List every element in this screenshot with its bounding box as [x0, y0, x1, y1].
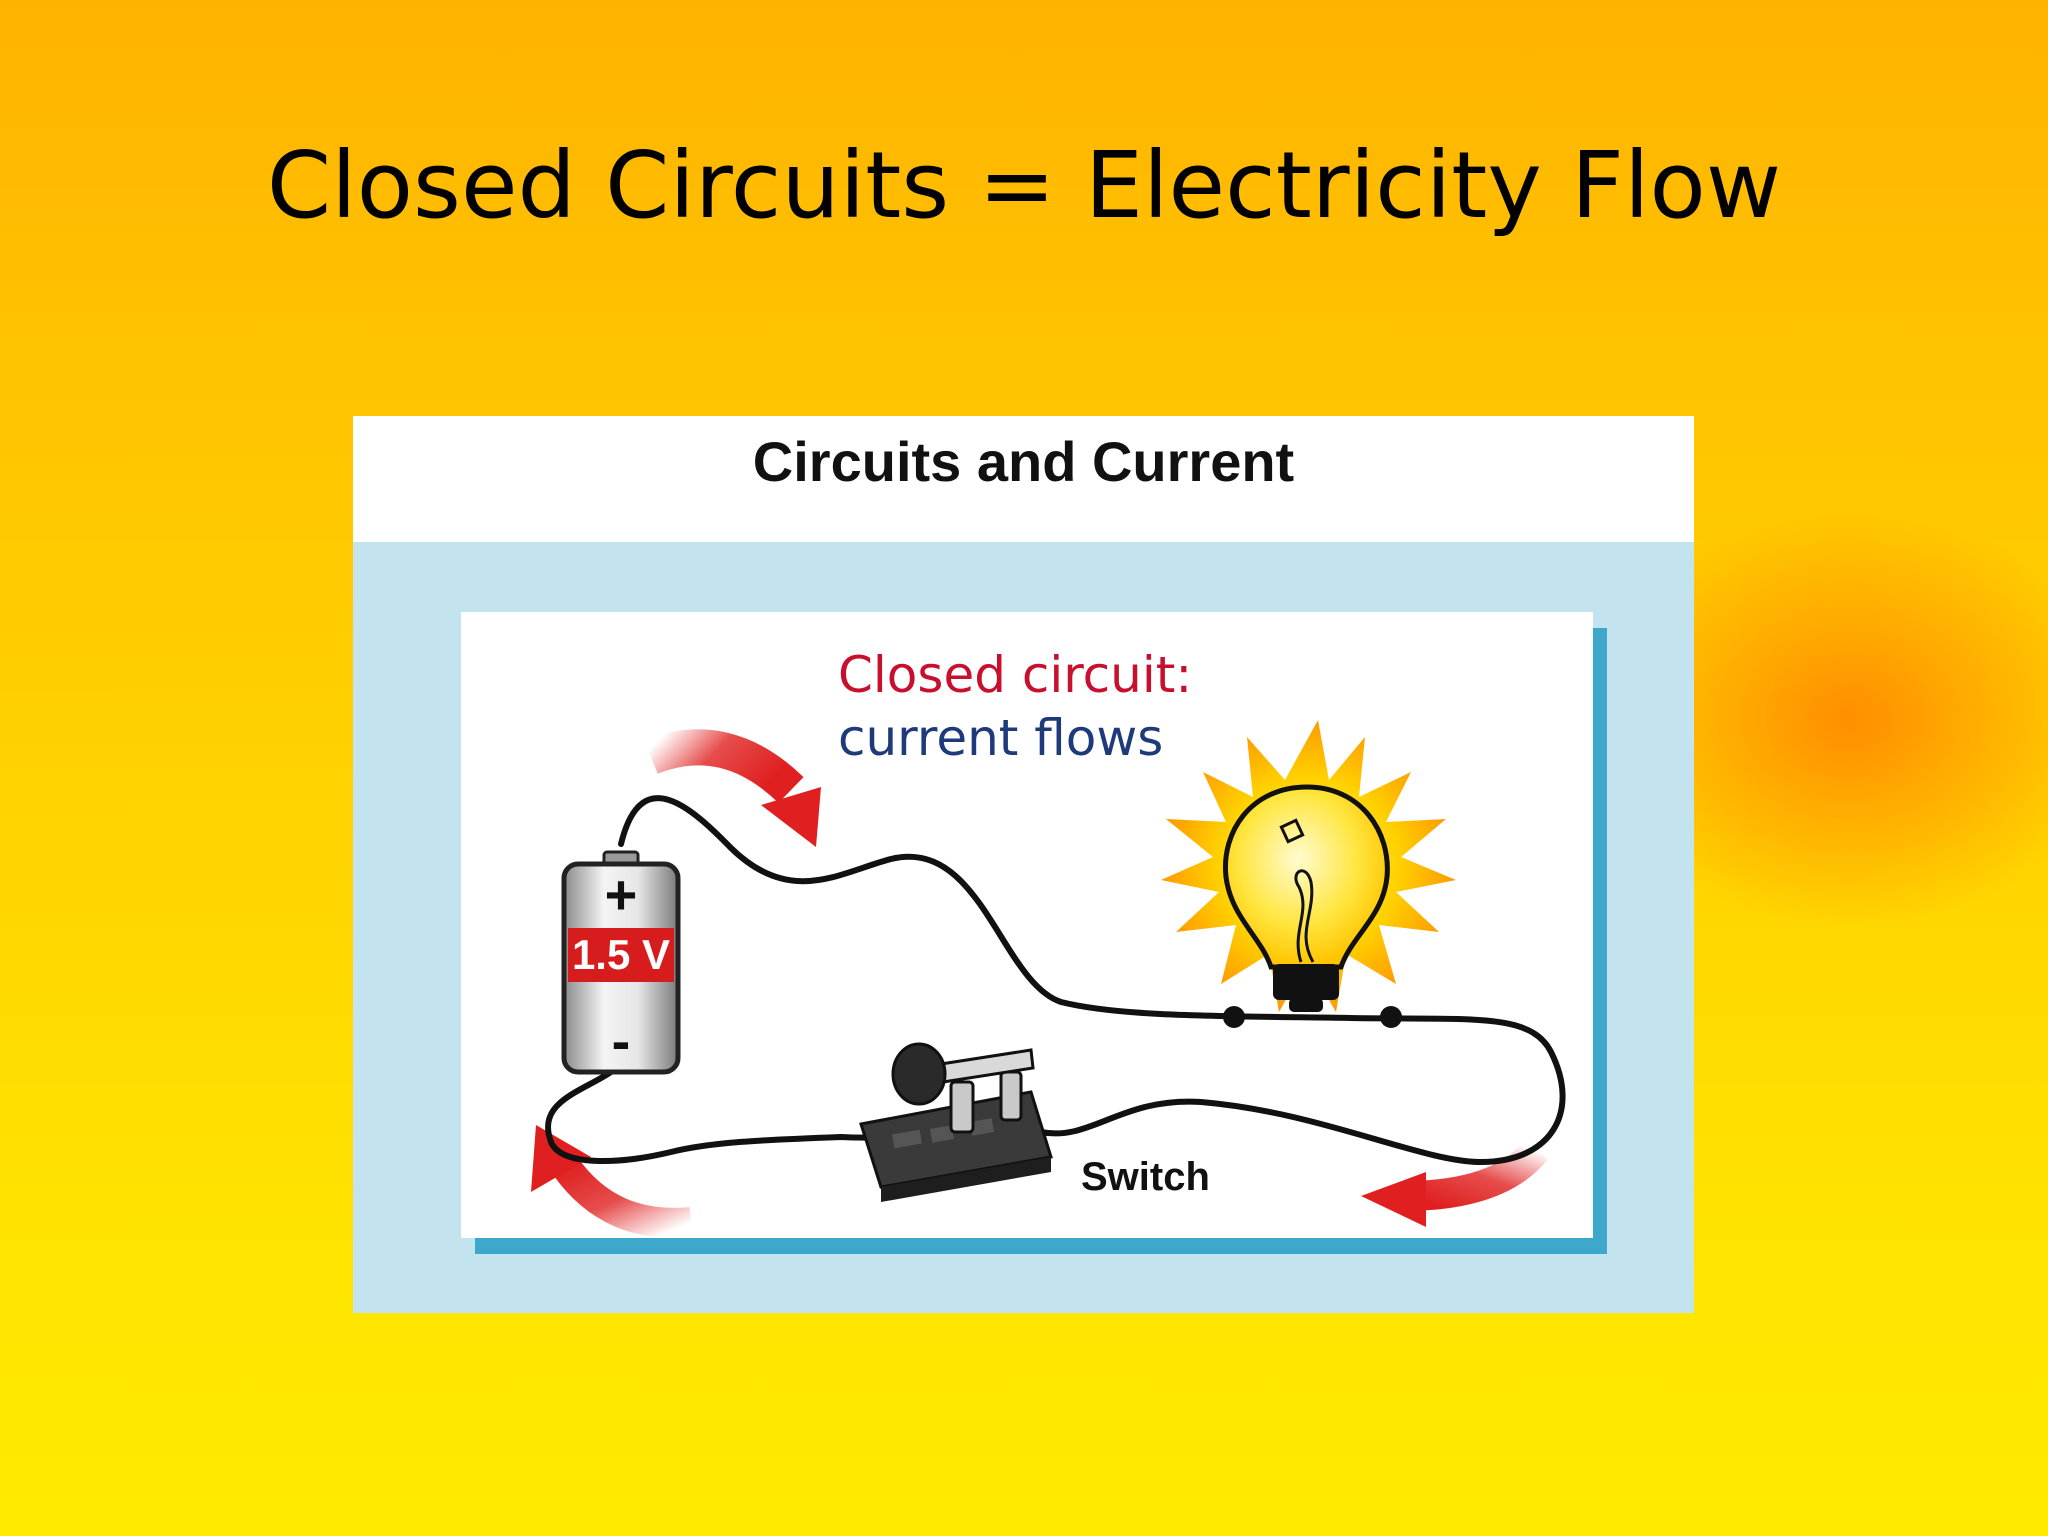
switch-label: Switch — [1081, 1155, 1210, 1199]
circuit-figure: Circuits and Current — [353, 416, 1694, 1313]
knife-switch-icon: Switch — [859, 1042, 1210, 1202]
caption-closed-circuit: Closed circuit: — [838, 646, 1192, 704]
figure-header: Circuits and Current — [353, 416, 1694, 542]
circuit-wire — [545, 795, 1566, 1166]
battery-voltage-label: 1.5 V — [572, 931, 670, 978]
light-bulb-icon — [1161, 720, 1456, 1028]
battery-minus-sign: - — [612, 1009, 631, 1072]
slide-title: Closed Circuits = Electricity Flow — [266, 132, 1782, 239]
circuit-card: Closed circuit: current flows — [461, 612, 1593, 1238]
caption-current-flows: current flows — [838, 709, 1163, 767]
battery-plus-sign: + — [605, 863, 638, 926]
battery-icon: + 1.5 V - — [561, 850, 681, 1075]
circuit-diagram: Closed circuit: current flows — [531, 646, 1566, 1238]
current-arrow-icon — [531, 1125, 693, 1238]
figure-title: Circuits and Current — [752, 429, 1295, 493]
current-arrow-icon — [1361, 1140, 1548, 1227]
current-arrow-icon — [644, 729, 821, 847]
